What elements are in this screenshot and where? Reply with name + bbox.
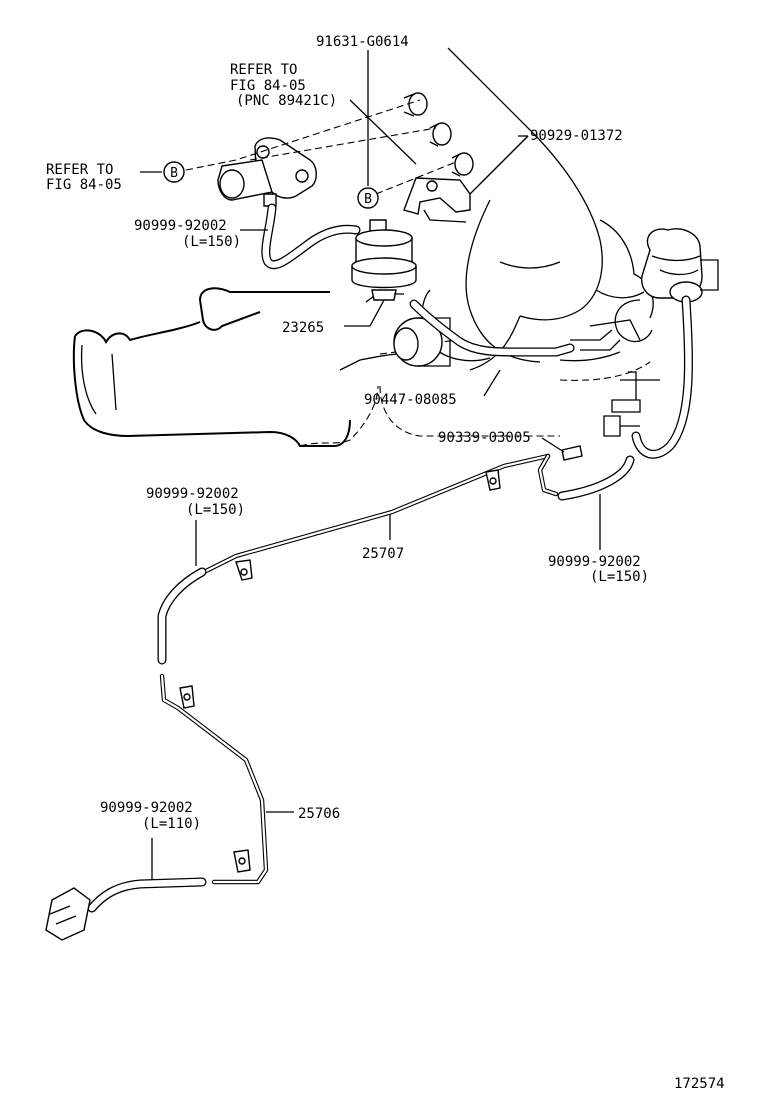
hose-mid-left (157, 567, 207, 665)
part-label-90929: 90929-01372 (530, 128, 623, 144)
refer-top-line2: FIG 84-05 (230, 78, 306, 94)
collars (403, 92, 474, 177)
figure-id: 172574 (674, 1076, 725, 1092)
part-label-90999-mid-right: 90999-92002 (548, 554, 641, 570)
part-label-90999-mid-right-length: (L=150) (590, 569, 649, 585)
bracket-90929 (403, 177, 471, 223)
hose-right-actuator (631, 295, 693, 459)
hose-90447 (409, 299, 641, 357)
hose-bottom (87, 877, 207, 913)
vsv-bracket (603, 371, 660, 437)
part-label-90999-top-length: (L=150) (182, 234, 241, 250)
part-label-23265: 23265 (282, 320, 324, 336)
part-label-25707: 25707 (362, 546, 404, 562)
plug-90339 (561, 445, 583, 461)
part-label-90999-mid-left-length: (L=150) (186, 502, 245, 518)
engine-block (339, 47, 654, 381)
part-label-25706: 25706 (298, 806, 340, 822)
throttle-body (393, 317, 451, 367)
pressure-sensor (217, 137, 317, 207)
refer-left-line2: FIG 84-05 (46, 177, 122, 193)
part-label-90999-mid-left: 90999-92002 (146, 486, 239, 502)
part-label-90999-top: 90999-92002 (134, 218, 227, 234)
hose-mid-right (557, 455, 635, 501)
part-label-91631: 91631-G0614 (316, 34, 409, 50)
refer-left-line1: REFER TO (46, 162, 113, 178)
svg-text:B: B (364, 192, 372, 207)
refer-top-line1: REFER TO (230, 62, 297, 78)
reference-dashed-lines (185, 99, 457, 195)
refer-top-line3: (PNC 89421C) (236, 93, 337, 109)
part-label-90999-bottom: 90999-92002 (100, 800, 193, 816)
hose-top-90999 (261, 203, 361, 269)
leader-lines (140, 50, 601, 880)
intake-manifold (72, 287, 560, 447)
part-label-90447: 90447-08085 (364, 392, 457, 408)
egr-actuator (641, 228, 719, 303)
marker-b-center: B (357, 187, 379, 209)
vsv-23265 (351, 219, 417, 303)
part-label-90339: 90339-03005 (438, 430, 531, 446)
bottom-fitting (45, 887, 91, 941)
part-label-90999-bottom-length: (L=110) (142, 816, 201, 832)
svg-text:B: B (170, 166, 178, 181)
marker-b-left: B (163, 161, 185, 183)
pipe-25707 (197, 453, 559, 581)
pipe-25706 (159, 673, 269, 885)
